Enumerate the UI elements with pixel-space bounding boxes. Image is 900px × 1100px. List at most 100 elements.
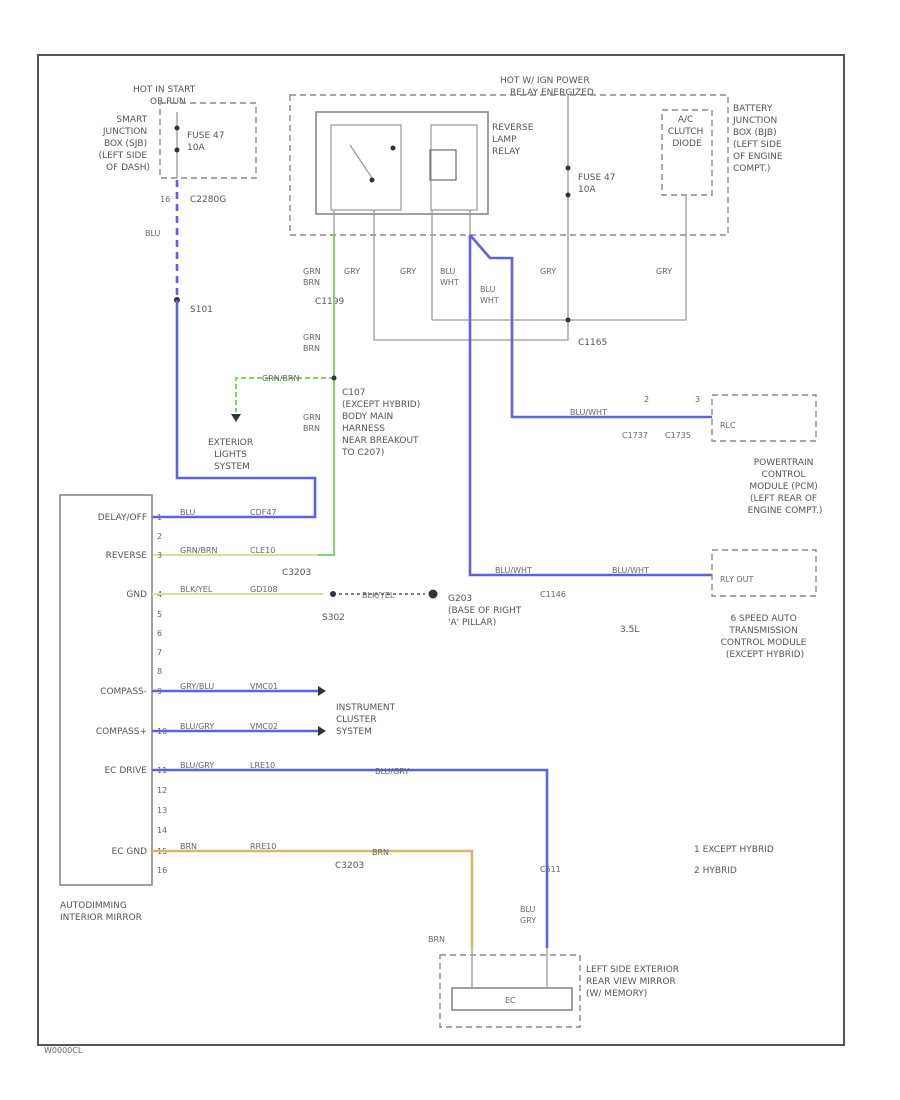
splice-green [331,375,337,381]
mirror-pin-circuit: GD108 [250,585,278,594]
mirror-pin-number: 12 [157,786,167,795]
blu-wire-main [152,300,317,519]
exterior-lights-label: EXTERIOR LIGHTS SYSTEM [208,438,256,472]
relay-switch-contact [349,144,373,179]
g203-label: G203 (BASE OF RIGHT 'A' PILLAR) [448,594,524,628]
mirror-pin-name: EC DRIVE [104,766,147,776]
mirror-pin-circuit: VMC01 [250,682,278,691]
c1737-label: C1737 [622,431,648,440]
mirror-pin-name: COMPASS+ [96,727,147,737]
pcm-label: POWERTRAIN CONTROL MODULE (PCM) (LEFT RE… [748,458,823,516]
bjb-fuse-label: FUSE 47 10A [578,173,618,195]
mirror-pin-wire: BLU/GRY [180,761,214,770]
relay-coil [429,149,457,181]
gray-return-loop [373,235,686,341]
mirror-pin-number: 1 [157,513,162,522]
blu-wire-label: BLU [145,229,161,238]
instrument-cluster-label: INSTRUMENT CLUSTER SYSTEM [336,703,398,737]
blue-wire-tcm [468,235,712,577]
mirror-pin-number: 5 [157,610,162,619]
tcm-wire-label-2: BLU/WHT [612,566,649,575]
c1146-label: C1146 [540,590,566,599]
mirror-pin-wire: GRY/BLU [180,682,214,691]
compass-plus-arrow [318,726,326,736]
diagram-frame [37,54,845,1046]
sjb-box [159,102,257,179]
lrd-ec-label: EC [505,996,516,1005]
c3203-label: C3203 [282,568,311,578]
exterior-lights-arrow [231,414,241,422]
engine-size-label: 3.5L [620,625,639,635]
ec-drive-wire [152,768,549,948]
splice-c1165 [565,317,571,323]
relay-contact-point [369,177,375,183]
hot-in-start-label: HOT IN START OR RUN [133,85,198,107]
c3203b-label: C3203 [335,861,364,871]
tcm-box [711,549,817,597]
green-wire-reverse [318,235,335,556]
mirror-pin-wire: BLU [180,508,196,517]
lrd-ec-element [451,987,573,1011]
pcm-wire-label: BLU/WHT [570,408,607,417]
hot-ign-label: HOT W/ IGN POWER RELAY ENERGIZED [500,76,594,98]
relay-switch-box [330,124,402,211]
ac-clutch-label: A/C CLUTCH DIODE [668,115,706,149]
mirror-pin-number: 7 [157,648,162,657]
c1735-label: C1735 [665,431,691,440]
c2280-label: C2280G [190,195,226,205]
mirror-pin-number: 3 [157,551,162,560]
tcm-label: 6 SPEED AUTO TRANSMISSION CONTROL MODULE… [721,614,810,660]
green-branch-label: GRN/BRN [262,374,299,383]
sjb-fuse-terminal [174,125,180,131]
mirror-pin-number: 8 [157,667,162,676]
mirror-pin-name: DELAY/OFF [98,513,147,523]
gry-label-2: GRY [400,267,416,276]
brn-label: BRN [428,935,445,944]
mirror-pin-number: 16 [157,866,167,875]
mirror-pin-wire: BRN [180,842,197,851]
mirror-pin-circuit: VMC02 [250,722,278,731]
c1165-label: C1165 [578,338,607,348]
mirror-pin-wire: BLK/YEL [180,585,213,594]
s101-label: S101 [190,305,213,315]
green-wire-branch [235,377,334,412]
mirror-module-label: AUTODIMMING INTERIOR MIRROR [60,901,142,923]
tcm-wire-label-1: BLU/WHT [495,566,532,575]
s302-label: S302 [322,613,345,623]
pcm-pin-2: 2 [644,395,649,404]
legend: 1 EXCEPT HYBRID 2 HYBRID [694,845,777,876]
mirror-pin-number: 14 [157,826,167,835]
c511-label: C511 [540,865,561,874]
ec-gnd-wire-label: BRN [372,848,389,857]
gnd-wire-label: BLK/YEL [362,591,395,600]
c1199-label: C1199 [315,297,344,307]
mirror-pin-number: 2 [157,532,162,541]
relay-contact-point [390,145,396,151]
gry-label-1: GRY [344,267,360,276]
bjb-fuse-terminal [565,165,571,171]
sjb-fuse-label: FUSE 47 10A [187,131,227,153]
pcm-pin-label: RLC [720,421,736,430]
mirror-pin-circuit: RRE10 [250,842,276,851]
lrd-mirror-box [439,954,581,1028]
compass-minus-arrow [318,686,326,696]
mirror-pin-name: COMPASS- [100,687,147,697]
bjb-label: BATTERY JUNCTION BOX (BJB) (LEFT SIDE OF… [732,104,785,174]
mirror-pin-number: 6 [157,629,162,638]
ground-g203 [428,589,438,599]
reverse-relay-label: REVERSE LAMP RELAY [492,123,536,157]
ec-gnd-wire [152,849,474,948]
gry-label-3: GRY [540,267,556,276]
mirror-pin-circuit: CDF47 [250,508,277,517]
footer-code: W0000CL [44,1046,83,1055]
mirror-pin-wire: GRN/BRN [180,546,217,555]
relay-coil-box [430,124,478,211]
bjb-fuse-terminal [565,192,571,198]
